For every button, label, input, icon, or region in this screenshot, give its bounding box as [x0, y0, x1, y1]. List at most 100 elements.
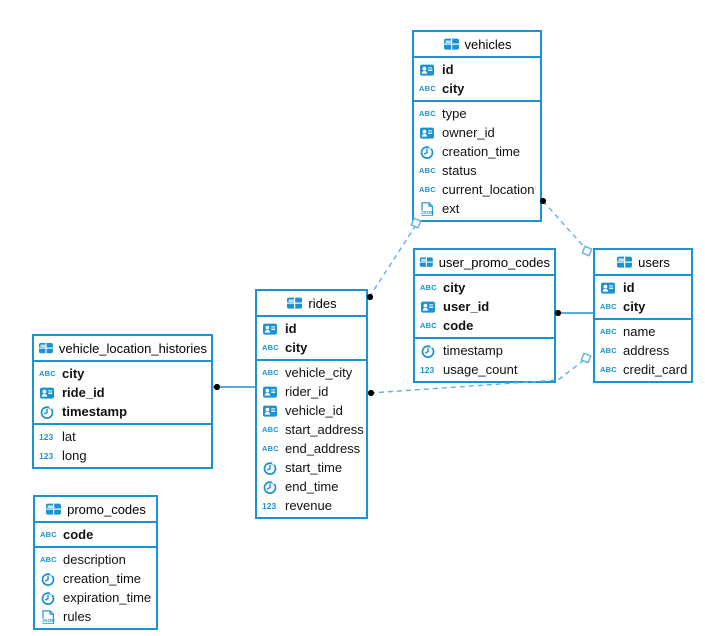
- table-promo_codes[interactable]: promo_codes ABC code ABC description cre…: [33, 495, 158, 630]
- table-header-vehicles[interactable]: vehicles: [414, 32, 540, 58]
- table-header-user_promo_codes[interactable]: user_promo_codes: [415, 250, 554, 276]
- relation-rides-users[interactable]: [369, 359, 585, 394]
- table-header-users[interactable]: users: [595, 250, 691, 276]
- field-label: vehicle_city: [285, 365, 353, 380]
- field-label: status: [442, 163, 477, 178]
- field-row-id[interactable]: id: [414, 60, 540, 79]
- clock-type-icon: [263, 480, 277, 494]
- id-badge-icon: [263, 386, 277, 398]
- field-label: code: [443, 318, 474, 333]
- abc-type-icon: ABC: [262, 425, 279, 434]
- id-badge-icon: [420, 64, 434, 76]
- table-header-rides[interactable]: rides: [257, 291, 366, 317]
- field-row-usage_count[interactable]: 123 usage_count: [415, 360, 554, 379]
- relation-vehicles-rides[interactable]: [369, 224, 417, 297]
- field-row-status[interactable]: ABC status: [414, 161, 540, 180]
- field-label: id: [285, 321, 297, 336]
- field-label: code: [63, 527, 94, 542]
- field-row-long[interactable]: 123 long: [34, 446, 211, 465]
- abc-type-icon: ABC: [420, 321, 437, 330]
- abc-type-icon: ABC: [419, 166, 436, 175]
- field-row-user_id[interactable]: user_id: [415, 297, 554, 316]
- table-grid-icon: [38, 342, 53, 354]
- field-label: creation_time: [442, 144, 521, 159]
- field-row-city[interactable]: ABC city: [257, 338, 366, 357]
- svg-text:JSON: JSON: [421, 210, 434, 215]
- field-row-name[interactable]: ABC name: [595, 322, 691, 341]
- field-row-current_location[interactable]: ABC current_location: [414, 180, 540, 199]
- abc-type-icon: ABC: [262, 444, 279, 453]
- clock-type-icon: [420, 145, 434, 159]
- field-row-start_time[interactable]: start_time: [257, 458, 366, 477]
- field-row-vehicle_city[interactable]: ABC vehicle_city: [257, 363, 366, 382]
- primary-key-section: id ABC city: [595, 276, 691, 320]
- table-vehicles[interactable]: vehicles id ABC city ABC type owner_i: [412, 30, 542, 222]
- table-vehicle_location_histories[interactable]: vehicle_location_histories ABC city ride…: [32, 334, 213, 469]
- table-user_promo_codes[interactable]: user_promo_codes ABC city user_id ABC co…: [413, 248, 556, 383]
- field-row-code[interactable]: ABC code: [35, 525, 156, 544]
- field-row-code[interactable]: ABC code: [415, 316, 554, 335]
- table-title: vehicle_location_histories: [58, 340, 207, 356]
- field-label: start_address: [285, 422, 364, 437]
- primary-key-section: ABC city user_id ABC code: [415, 276, 554, 339]
- field-row-timestamp[interactable]: timestamp: [415, 341, 554, 360]
- field-row-ext[interactable]: JSON ext: [414, 199, 540, 218]
- field-row-rules[interactable]: JSON rules: [35, 607, 156, 626]
- relation-vehicles-users[interactable]: [542, 200, 586, 249]
- table-rides[interactable]: rides id ABC city ABC vehicle_city ri: [255, 289, 368, 519]
- field-row-start_address[interactable]: ABC start_address: [257, 420, 366, 439]
- table-title: user_promo_codes: [438, 254, 550, 270]
- field-row-ride_id[interactable]: ride_id: [34, 383, 211, 402]
- clock-type-icon: [41, 572, 55, 586]
- field-row-credit_card[interactable]: ABC credit_card: [595, 360, 691, 379]
- field-row-creation_time[interactable]: creation_time: [414, 142, 540, 161]
- field-row-city[interactable]: ABC city: [414, 79, 540, 98]
- field-row-id[interactable]: id: [595, 278, 691, 297]
- field-label: current_location: [442, 182, 535, 197]
- field-row-timestamp[interactable]: timestamp: [34, 402, 211, 421]
- json-type-icon: JSON: [41, 609, 55, 624]
- field-label: vehicle_id: [285, 403, 343, 418]
- abc-type-icon: ABC: [419, 84, 436, 93]
- table-title: rides: [308, 295, 337, 311]
- table-grid-icon: [617, 256, 633, 268]
- abc-type-icon: ABC: [40, 555, 57, 564]
- field-row-id[interactable]: id: [257, 319, 366, 338]
- table-header-promo_codes[interactable]: promo_codes: [35, 497, 156, 523]
- field-row-end_time[interactable]: end_time: [257, 477, 366, 496]
- abc-type-icon: ABC: [40, 530, 57, 539]
- field-label: ext: [442, 201, 460, 216]
- field-row-expiration_time[interactable]: expiration_time: [35, 588, 156, 607]
- table-title: vehicles: [464, 36, 512, 52]
- abc-type-icon: ABC: [39, 369, 56, 378]
- field-row-address[interactable]: ABC address: [595, 341, 691, 360]
- abc-type-icon: ABC: [600, 346, 617, 355]
- id-badge-icon: [601, 282, 615, 294]
- field-row-city[interactable]: ABC city: [415, 278, 554, 297]
- field-row-city[interactable]: ABC city: [34, 364, 211, 383]
- field-label: creation_time: [63, 571, 142, 586]
- field-label: lat: [62, 429, 76, 444]
- field-label: rules: [63, 609, 92, 624]
- fields-section: ABC type owner_id creation_time ABC stat…: [414, 102, 540, 220]
- field-row-end_address[interactable]: ABC end_address: [257, 439, 366, 458]
- field-row-lat[interactable]: 123 lat: [34, 427, 211, 446]
- field-row-revenue[interactable]: 123 revenue: [257, 496, 366, 515]
- abc-type-icon: ABC: [419, 185, 436, 194]
- field-row-creation_time[interactable]: creation_time: [35, 569, 156, 588]
- field-label: city: [443, 280, 466, 295]
- relation-diamond-marker: [581, 245, 593, 257]
- table-users[interactable]: users id ABC city ABC name ABC address A…: [593, 248, 693, 383]
- primary-key-section: ABC code: [35, 523, 156, 548]
- clock-type-icon: [40, 405, 54, 419]
- field-row-city[interactable]: ABC city: [595, 297, 691, 316]
- field-label: timestamp: [62, 404, 128, 419]
- abc-type-icon: ABC: [262, 343, 279, 352]
- field-row-vehicle_id[interactable]: vehicle_id: [257, 401, 366, 420]
- field-row-description[interactable]: ABC description: [35, 550, 156, 569]
- table-header-vehicle_location_histories[interactable]: vehicle_location_histories: [34, 336, 211, 362]
- field-row-owner_id[interactable]: owner_id: [414, 123, 540, 142]
- field-row-rider_id[interactable]: rider_id: [257, 382, 366, 401]
- field-row-type[interactable]: ABC type: [414, 104, 540, 123]
